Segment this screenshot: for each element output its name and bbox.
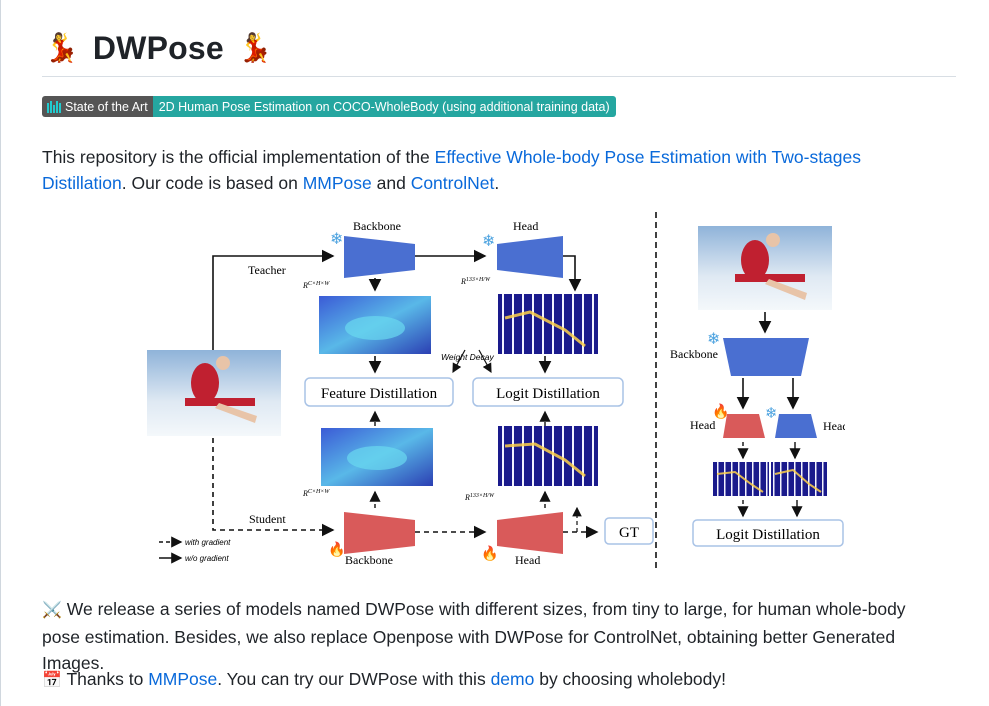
input-image-student [147,350,281,436]
teacher-label: Teacher [248,263,286,277]
architecture-figure: Teacher ❄ Backbone RC×H×W ❄ Head R133×H/… [145,208,845,576]
intro-text: . [494,173,500,193]
feature-dim-top: RC×H×W [302,281,330,290]
badge-left: State of the Art [42,96,153,117]
title-divider [42,76,956,77]
flame-icon: 🔥 [328,541,345,558]
dancer-icon: 💃 [44,32,79,63]
snowflake-icon: ❄ [707,331,720,348]
intro-paragraph: This repository is the official implemen… [42,144,942,196]
intro-text: and [371,173,411,193]
release-paragraph: ⚔️ We release a series of models named D… [42,596,942,676]
intro-text: . Our code is based on [121,173,303,193]
papers-with-code-icon [47,100,61,113]
logit-distillation-box [472,377,624,407]
right-head-right-label: Head [823,419,845,433]
feature-dim-bottom: RC×H×W [302,489,330,498]
student-backbone-label: Backbone [345,553,393,567]
thanks-text: by choosing wholebody! [534,669,726,689]
badge-left-label: State of the Art [65,99,148,114]
student-head-label: Head [515,553,540,567]
teacher-head-block [497,236,563,278]
flame-icon: 🔥 [481,545,498,562]
calendar-icon: 📅 [42,672,62,689]
controlnet-link[interactable]: ControlNet [410,173,495,193]
dancer-icon: 💃 [237,32,273,63]
right-student-head-block [723,414,765,438]
thanks-text: . You can try our DWPose with this [217,669,491,689]
snowflake-icon: ❄ [765,405,778,422]
legend-with-gradient: with gradient [185,538,231,547]
right-head-left-label: Head [690,418,715,432]
release-text: We release a series of models named DWPo… [42,599,906,673]
snowflake-icon: ❄ [482,233,495,250]
student-label: Student [249,512,286,526]
right-logit-distillation-box [692,519,844,547]
page-title-text: DWPose [92,29,224,66]
figure-legend: with gradient w/o gradient [159,536,231,564]
logit-dim-bottom: R133×H/W [464,493,495,502]
logit-distillation-label: Logit Distillation [496,386,600,402]
thanks-paragraph: 📅 Thanks to MMPose. You can try our DWPo… [42,666,942,694]
teacher-head-label: Head [513,219,538,233]
thanks-text: Thanks to [66,669,149,689]
right-backbone-block [723,338,809,376]
right-logit-distillation-label: Logit Distillation [716,527,820,543]
mmpose-link[interactable]: MMPose [148,669,218,689]
legend-without-gradient: w/o gradient [185,554,229,563]
teacher-backbone-label: Backbone [353,219,401,233]
student-heatmap [498,426,598,486]
ground-truth-box [604,517,654,545]
input-image-right [698,226,832,310]
flame-icon: 🔥 [712,403,729,420]
feature-distillation-label: Feature Distillation [321,386,438,402]
paper-link[interactable]: Effective Whole-body Pose Estimation wit… [42,147,861,193]
page-title: 💃 DWPose 💃 [44,20,273,76]
crossed-swords-icon: ⚔️ [42,602,62,619]
badge-right-label: 2D Human Pose Estimation on COCO-WholeBo… [152,96,616,117]
sota-badge[interactable]: State of the Art 2D Human Pose Estimatio… [42,96,616,117]
intro-text: This repository is the official implemen… [42,147,435,167]
demo-link[interactable]: demo [490,669,535,689]
teacher-backbone-block [344,236,415,278]
snowflake-icon: ❄ [330,231,343,248]
weight-decay-label: Weight Decay [441,352,495,362]
right-backbone-label: Backbone [670,347,718,361]
student-head-block [497,512,563,554]
ground-truth-label: GT [619,525,639,541]
mmpose-link[interactable]: MMPose [302,173,372,193]
left-border [0,0,1,706]
student-backbone-block [344,512,415,554]
feature-distillation-box [304,377,454,407]
logit-dim-top: R133×H/W [460,277,491,286]
right-teacher-head-block [775,414,817,438]
